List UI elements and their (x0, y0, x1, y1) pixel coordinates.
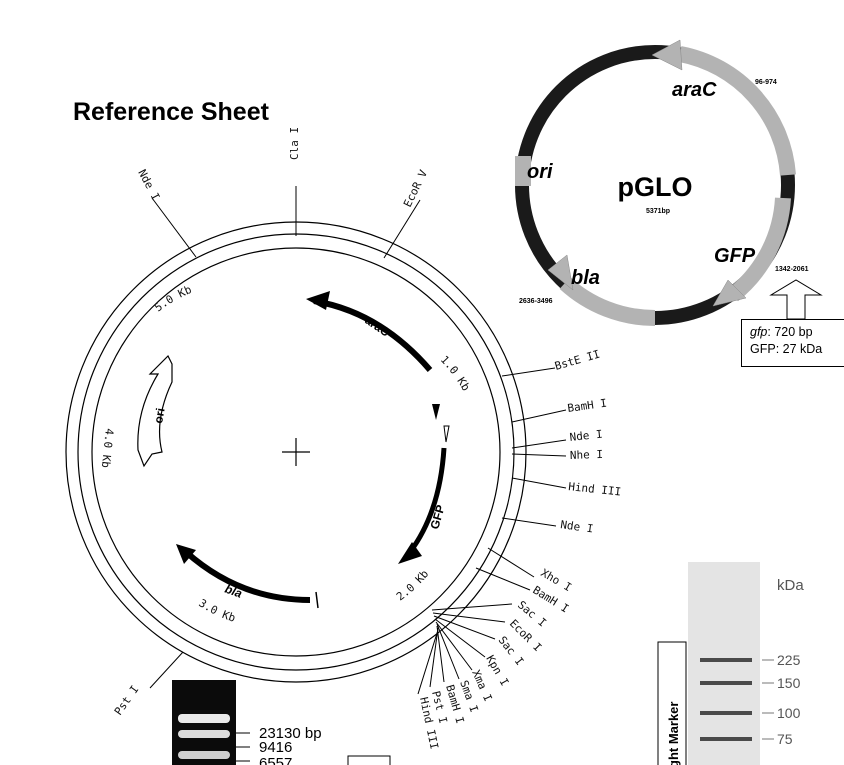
nhe1-line (511, 453, 567, 457)
pglo-label-bla: bla (571, 267, 600, 289)
pglo-coord-gfp: 1342-2061 (775, 266, 809, 273)
dna-band-2 (178, 730, 230, 738)
protein-ladder-label-4: 75 (777, 731, 793, 747)
protein-ladder-label-1: 225 (777, 652, 801, 668)
map-label-arac: araC (362, 313, 392, 340)
kpn1-line (434, 618, 486, 658)
site-label-bste2: BstE II (553, 348, 601, 373)
pglo-coord-bla: 2636-3496 (519, 298, 553, 305)
ecor1-line (432, 612, 506, 623)
map-inner-ring (91, 247, 501, 657)
bste2-line (501, 367, 556, 377)
pglo-arac-arrowhead (651, 39, 683, 71)
protein-band-100 (700, 711, 752, 715)
pst1-b-line (149, 651, 184, 689)
site-label-ecorv: EcoR V (401, 168, 430, 210)
pglo-plasmid: pGLO 5371bp araC ori GFP bla 96-974 1342… (515, 39, 823, 327)
pglo-label-ori: ori (527, 161, 553, 183)
site-label-nde1-b: Nde I (560, 518, 595, 535)
protein-ladder-label-2: 150 (777, 675, 801, 691)
bla-arrowhead (176, 544, 196, 564)
map-label-gfp: GFP (427, 503, 447, 531)
gfp-protein-size: GFP: 27 kDa (750, 342, 823, 356)
site-label-nde1-a: Nde I (569, 428, 603, 444)
scale-label-3kb: 3.0 Kb (196, 596, 237, 624)
ecorv-line (383, 199, 421, 259)
site-label-nde1-top: Nde I (135, 167, 162, 202)
bamh1-a-line (511, 409, 567, 423)
pst1-a-line (429, 627, 439, 688)
protein-band-150 (700, 681, 752, 685)
bamh1-b-line (475, 567, 531, 591)
gfp-gene-length: : 720 bp (767, 325, 813, 339)
pglo-label-gfp: GFP (714, 245, 756, 267)
gfp-pointer-arrow (769, 279, 823, 320)
scale-label-4kb: 4.0 Kb (99, 428, 116, 469)
hind3-b-line (417, 629, 439, 695)
map-label-bla: bla (223, 582, 244, 601)
protein-gel: kDa 225 150 100 75 ght Marker (657, 562, 804, 765)
site-lines (149, 186, 567, 695)
gfp-arrowhead (398, 542, 422, 564)
scale-label-5kb: 5.0 Kb (152, 283, 194, 314)
pglo-size: 5371bp (646, 208, 670, 215)
protein-gel-image (688, 562, 760, 765)
nde1-a-line (511, 439, 567, 449)
marker-label-box (657, 641, 687, 765)
bla-end-tick (315, 591, 319, 609)
sma1-line (436, 623, 460, 680)
dna-band-1 (178, 714, 230, 723)
gfp-gene-name: gfp (750, 325, 768, 339)
site-label-nhe1: Nhe I (570, 448, 604, 462)
scale-label-2kb: 2.0 Kb (394, 567, 431, 603)
pglo-name: pGLO (618, 172, 693, 202)
nde1-b-line (501, 517, 557, 527)
marker-label: ght Marker (666, 702, 681, 765)
pglo-label-arac: araC (672, 79, 717, 101)
arac-arrowhead (306, 291, 330, 310)
protein-band-75 (700, 737, 752, 741)
ori-arrow (137, 354, 173, 468)
sac1-b-line (433, 615, 496, 640)
gfp-info-box: gfp: 720 bp GFP: 27 kDa (741, 319, 844, 367)
pglo-coord-arac: 96-974 (755, 79, 777, 86)
nde1-top-line (151, 197, 197, 258)
restriction-map: Cla I Nde I EcoR V BstE II BamH I Nde I … (65, 127, 622, 750)
sac1-a-line (431, 603, 513, 611)
dna-band-label-1: 23130 bp (259, 725, 322, 742)
arac-arrow-body (313, 298, 433, 372)
sheet-title: Reference Sheet (73, 98, 269, 126)
hind3-a-line (511, 477, 567, 489)
dna-band-label-3: 6557 (259, 755, 292, 765)
protein-ladder-label-3: 100 (777, 705, 801, 721)
pglo-gfp-segment (727, 197, 791, 302)
small-marker-2 (443, 425, 450, 443)
small-box (347, 755, 391, 765)
pglo-arac-segment (678, 46, 796, 176)
dna-band-3 (178, 751, 230, 759)
pglo-gfp-arrowhead (712, 279, 747, 307)
pglo-bla-arrowhead (547, 254, 574, 291)
site-label-bamh1-a: BamH I (567, 397, 608, 415)
dna-band-label-2: 9416 (259, 739, 292, 756)
small-marker-1 (432, 404, 440, 420)
bamh1-c-line (436, 625, 445, 683)
pglo-ori-segment (515, 156, 531, 186)
xma1-line (435, 621, 473, 671)
gfp-arrow-body (407, 447, 447, 554)
bla-arrow-body (184, 549, 311, 603)
protein-unit-label: kDa (777, 577, 804, 594)
protein-band-225 (700, 658, 752, 662)
site-label-pst1-b: Pst I (112, 683, 142, 718)
site-label-cla1: Cla I (288, 127, 301, 160)
scale-label-1kb: 1.0 Kb (438, 353, 473, 393)
xho1-line (487, 547, 535, 578)
site-label-hind3-a: Hind III (568, 480, 622, 498)
map-label-ori: ori (151, 407, 167, 425)
dna-gel: 23130 bp 9416 6557 (172, 680, 391, 765)
